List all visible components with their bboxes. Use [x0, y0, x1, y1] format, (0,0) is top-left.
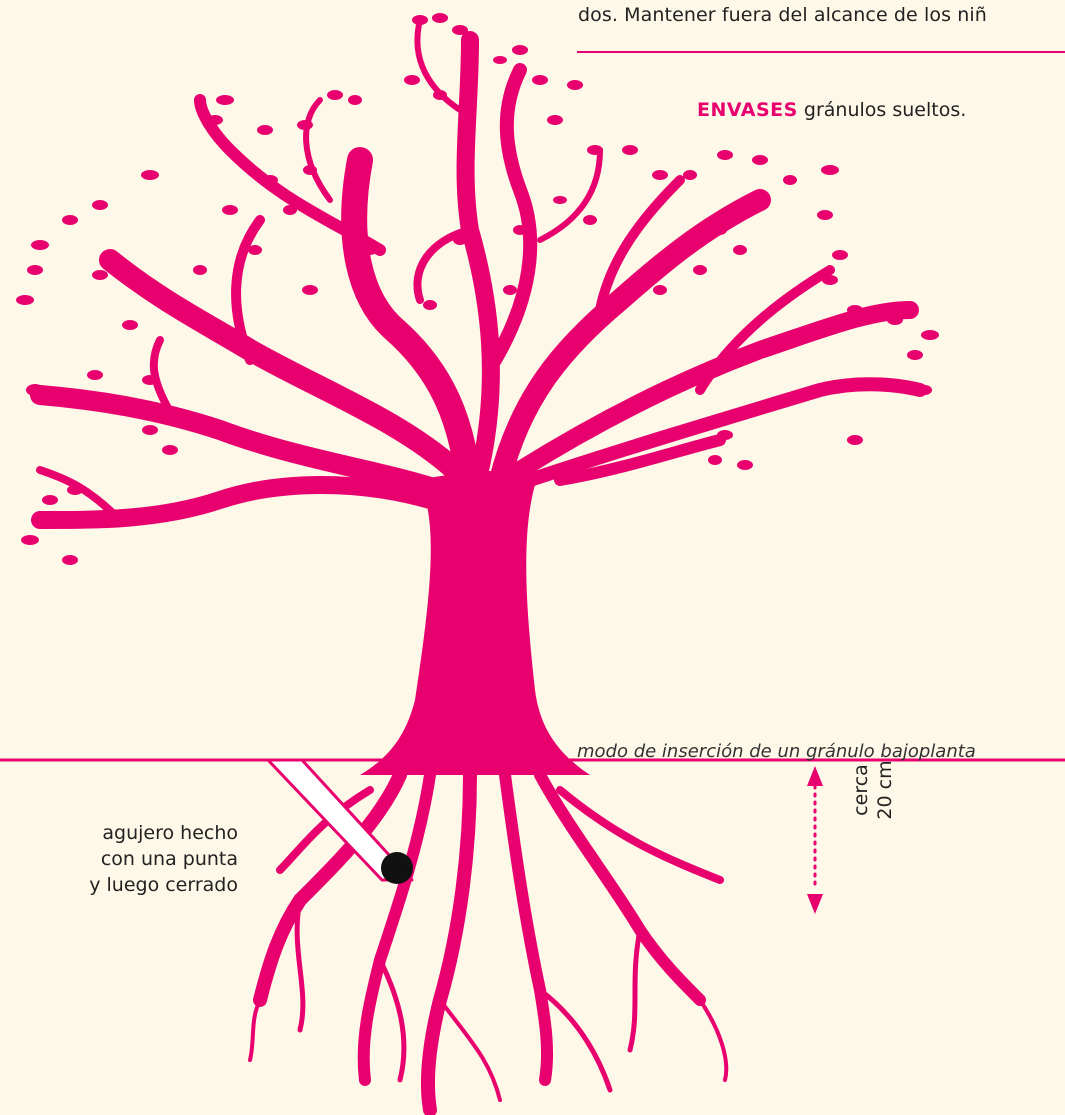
tree-roots: [250, 775, 726, 1110]
granule-pellet: [381, 852, 413, 884]
insertion-caption: modo de inserción de un gránulo bajoplan…: [577, 741, 976, 762]
depth-label-line: 20 cm: [873, 730, 897, 850]
root: [505, 775, 547, 1080]
depth-label: cerca 20 cm: [849, 730, 897, 850]
root: [440, 1000, 500, 1100]
top-divider: [577, 51, 1065, 53]
packaging-note: ENVASES gránulos sueltos.: [697, 99, 966, 121]
branch: [540, 150, 600, 240]
hole-label: agujero hecho con una punta y luego cerr…: [0, 820, 238, 898]
packaging-text: gránulos sueltos.: [798, 99, 966, 121]
branch: [110, 260, 455, 470]
hole-label-line: agujero hecho: [0, 820, 238, 846]
root: [297, 900, 303, 1030]
top-description-text: dos. Mantener fuera del alcance de los n…: [578, 4, 987, 26]
branch: [495, 70, 530, 360]
branch: [306, 100, 330, 200]
depth-arrow: [807, 766, 823, 914]
root: [700, 1000, 726, 1080]
hole-label-line: y luego cerrado: [0, 872, 238, 898]
packaging-keyword: ENVASES: [697, 99, 798, 121]
root: [630, 930, 640, 1050]
depth-label-line: cerca: [849, 730, 873, 850]
tree-illustration: [16, 13, 939, 1110]
root: [380, 960, 404, 1080]
root: [250, 1000, 260, 1060]
branch: [466, 40, 491, 470]
tree-branches: [40, 20, 920, 520]
root: [428, 775, 470, 1110]
arrow-down-icon: [807, 894, 823, 914]
arrow-up-icon: [807, 766, 823, 786]
hole-label-line: con una punta: [0, 846, 238, 872]
root: [540, 775, 700, 1000]
tree-trunk: [360, 470, 590, 775]
